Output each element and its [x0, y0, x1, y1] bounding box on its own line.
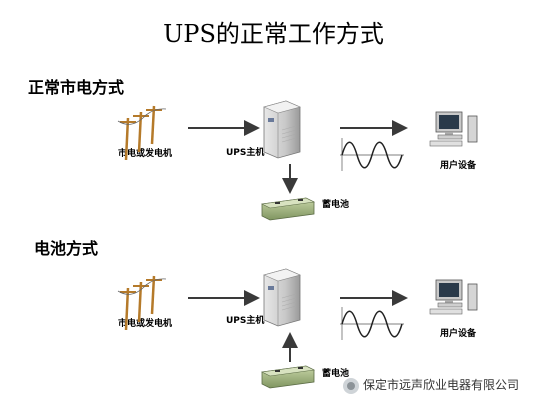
- computer-icon: [429, 111, 478, 147]
- load-label-mains: 用户设备: [440, 161, 477, 171]
- battery-label-mains: 蓄电池: [322, 200, 350, 210]
- battery-icon: [260, 365, 316, 389]
- computer-icon: [429, 279, 478, 315]
- sine-wave-icon: [340, 307, 404, 340]
- sine-wave-icon: [340, 138, 404, 171]
- ups-tower-icon: [263, 268, 301, 327]
- source-label-mains: 市电或发电机: [118, 149, 173, 159]
- power-pole-icon: [117, 275, 167, 331]
- ups-tower-icon: [263, 100, 301, 159]
- page-title: UPS的正常工作方式: [163, 20, 384, 48]
- ups-label-mains: UPS主机: [226, 148, 265, 158]
- battery-icon: [260, 197, 316, 221]
- power-pole-icon: [117, 105, 167, 161]
- source-label-battery: 市电或发电机: [118, 319, 173, 329]
- watermark: 保定市远声欣业电器有限公司: [343, 376, 519, 394]
- section-heading-battery: 电池方式: [34, 239, 99, 258]
- watermark-text: 保定市远声欣业电器有限公司: [363, 378, 520, 392]
- battery-label-battery: 蓄电池: [322, 369, 350, 379]
- wechat-icon: [343, 377, 359, 394]
- load-label-battery: 用户设备: [440, 329, 477, 339]
- ups-label-battery: UPS主机: [226, 316, 265, 326]
- section-heading-mains: 正常市电方式: [28, 78, 125, 97]
